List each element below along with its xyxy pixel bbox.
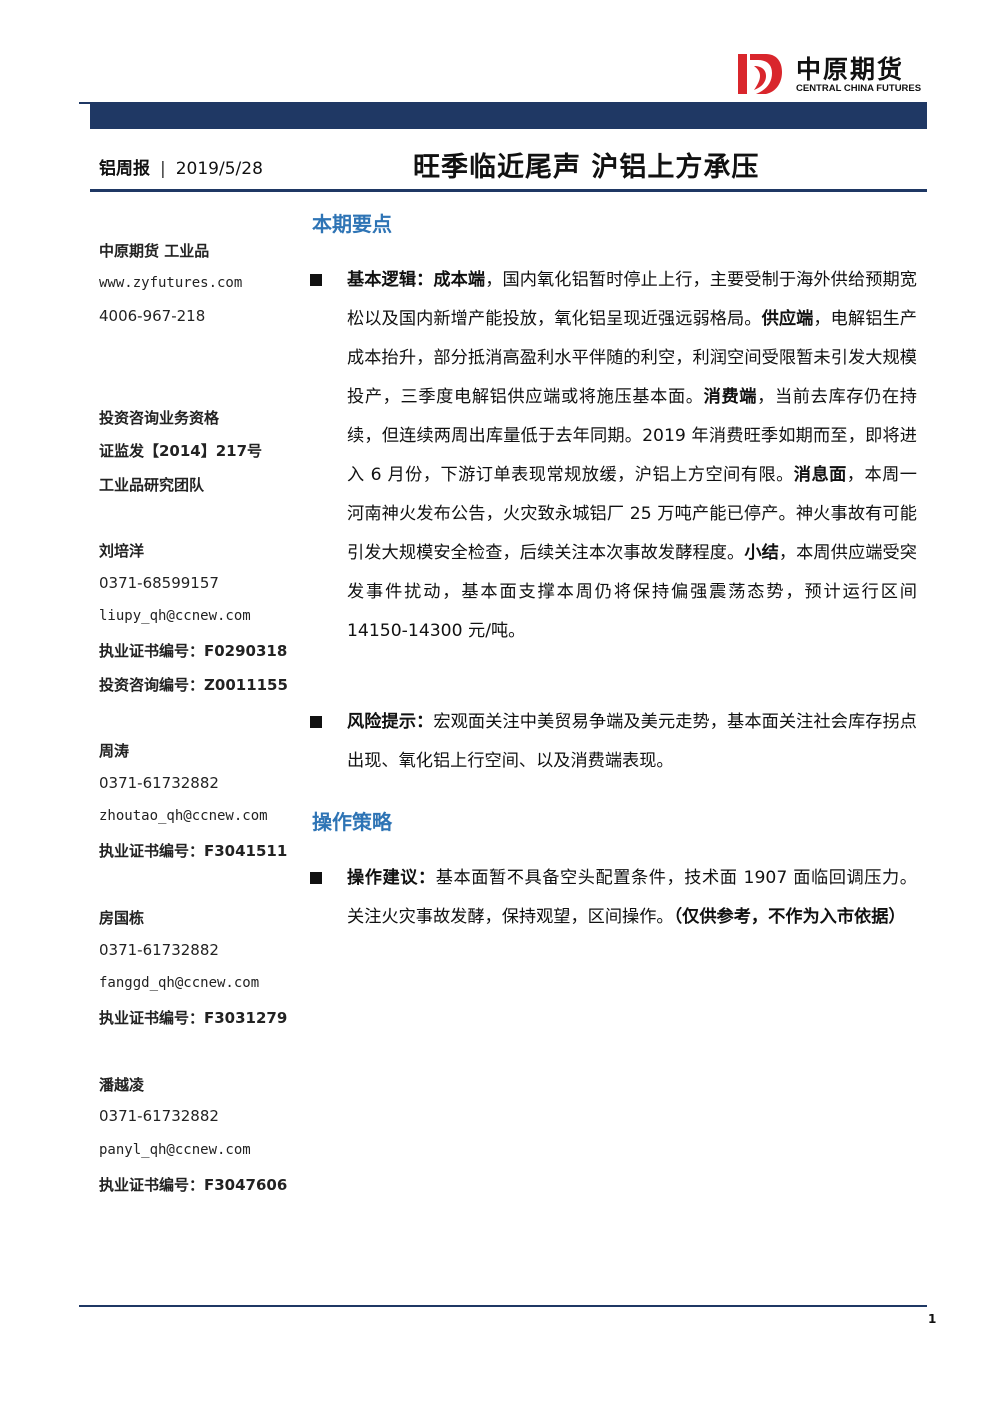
analyst-cert: 执业证书编号：F3031279 — [99, 1009, 288, 1027]
qualification-number: 证监发【2014】217号 — [99, 442, 263, 460]
analyst-name: 刘培洋 — [99, 542, 145, 560]
header-rule — [79, 102, 927, 104]
series-separator: | — [160, 159, 166, 179]
sidebar-company: 中原期货 工业品 — [99, 242, 210, 260]
supply-label: 供应端 — [761, 309, 814, 329]
analyst-email[interactable]: fanggd_qh@ccnew.com — [99, 975, 260, 991]
square-bullet-icon — [310, 872, 322, 884]
report-title: 旺季临近尾声 沪铝上方承压 — [413, 152, 760, 183]
report-date: 2019/5/28 — [175, 159, 263, 179]
cost-label: 成本端 — [433, 270, 486, 290]
logic-label: 基本逻辑： — [347, 270, 434, 290]
news-label: 消息面 — [793, 465, 847, 485]
advice-text: 基本面暂不具备空头配置条件，技术面 1907 面临回调压力。关注火灾事故发酵，保… — [347, 868, 917, 927]
consume-label: 消费端 — [703, 387, 758, 407]
analyst-phone: 0371-68599157 — [99, 574, 219, 592]
analyst-email[interactable]: liupy_qh@ccnew.com — [99, 608, 251, 624]
analyst-cert: 执业证书编号：F0290318 — [99, 642, 288, 660]
series-name: 铝周报 — [99, 159, 150, 179]
basic-logic-paragraph: 基本逻辑：成本端，国内氧化铝暂时停止上行，主要受制于海外供给预期宽松以及国内新增… — [347, 261, 917, 651]
summary-text: ，本周供应端受突发事件扰动，基本面支撑本周仍将保持偏强震荡态势，预计运行区间 1… — [347, 543, 917, 641]
square-bullet-icon — [310, 274, 322, 286]
advice-disclaimer: （仅供参考，不作为入市依据） — [673, 907, 906, 927]
news-text: ，本周一河南神火发布公告，火灾致永城铝厂 25 万吨产能已停产。神火事故有可能引… — [347, 465, 917, 563]
analyst-advisory-no: 投资咨询编号：Z0011155 — [99, 676, 288, 694]
summary-label: 小结 — [744, 543, 779, 563]
advice-paragraph: 操作建议：基本面暂不具备空头配置条件，技术面 1907 面临回调压力。关注火灾事… — [347, 859, 917, 937]
section-heading-highlights: 本期要点 — [312, 212, 392, 236]
logo-mark-icon — [738, 54, 782, 94]
analyst-email[interactable]: zhoutao_qh@ccnew.com — [99, 808, 268, 824]
footer-rule — [79, 1305, 927, 1307]
page-number: 1 — [928, 1312, 937, 1326]
risk-paragraph: 风险提示：宏观面关注中美贸易争端及美元走势，基本面关注社会库存拐点出现、氧化铝上… — [347, 703, 917, 781]
cost-text: ，国内氧化铝暂时停止上行，主要受制于海外供给预期宽松以及国内新增产能投放，氧化铝… — [347, 270, 917, 329]
analyst-name: 房国栋 — [99, 909, 145, 927]
qualification-title: 投资咨询业务资格 — [99, 409, 220, 427]
analyst-cert: 执业证书编号：F3041511 — [99, 842, 288, 860]
risk-text: 宏观面关注中美贸易争端及美元走势，基本面关注社会库存拐点出现、氧化铝上行空间、以… — [347, 712, 917, 771]
analyst-name: 周涛 — [99, 742, 130, 760]
analyst-email[interactable]: panyl_qh@ccnew.com — [99, 1142, 251, 1158]
analyst-phone: 0371-61732882 — [99, 1107, 219, 1125]
supply-text: ，电解铝生产成本抬升，部分抵消高盈利水平伴随的利空，利润空间受限暂未引发大规模投… — [347, 309, 917, 407]
logo-name-cn: 中原期货 — [796, 55, 905, 84]
sidebar-phone: 4006-967-218 — [99, 307, 206, 325]
analyst-cert: 执业证书编号：F3047606 — [99, 1176, 288, 1194]
analyst-phone: 0371-61732882 — [99, 941, 219, 959]
analyst-phone: 0371-61732882 — [99, 774, 219, 792]
risk-label: 风险提示： — [347, 712, 434, 732]
square-bullet-icon — [310, 716, 322, 728]
report-series: 铝周报 | 2019/5/28 — [99, 154, 263, 179]
analyst-name: 潘越凌 — [99, 1076, 145, 1094]
advice-label: 操作建议： — [347, 868, 436, 888]
sidebar-website[interactable]: www.zyfutures.com — [99, 275, 243, 291]
logo-name-en: CENTRAL CHINA FUTURES — [796, 83, 922, 94]
title-rule — [90, 189, 927, 192]
header-band — [90, 104, 927, 129]
section-heading-strategy: 操作策略 — [312, 810, 392, 834]
research-team: 工业品研究团队 — [99, 476, 205, 494]
company-logo: 中原期货 CENTRAL CHINA FUTURES — [736, 50, 936, 98]
consume-text: ，当前去库存仍在持续，但连续两周出库量低于去年同期。2019 年消费旺季如期而至… — [347, 387, 917, 485]
